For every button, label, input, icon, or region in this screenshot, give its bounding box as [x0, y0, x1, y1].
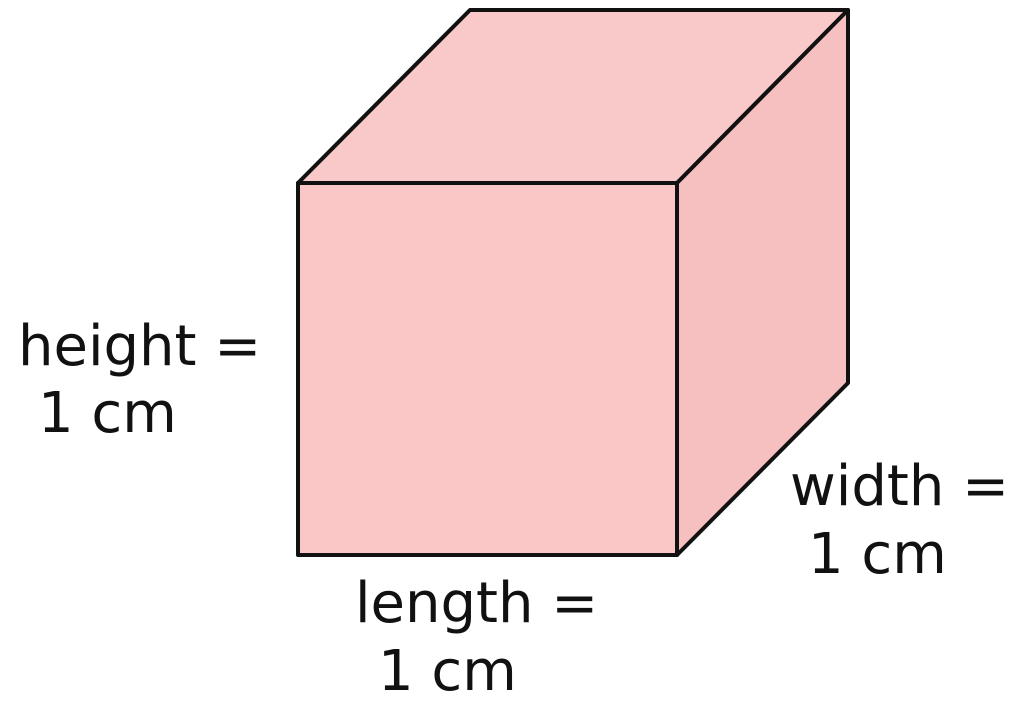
width-label: width = 1 cm [790, 454, 1009, 587]
width-label-line1: width = [790, 454, 1009, 519]
length-label: length = 1 cm [355, 571, 598, 701]
cube-front-face [296, 181, 679, 557]
height-label: height = 1 cm [18, 314, 261, 446]
width-label-line2: 1 cm [808, 522, 947, 587]
height-label-line2: 1 cm [38, 381, 177, 446]
length-label-line2: 1 cm [378, 639, 517, 701]
length-label-line1: length = [355, 571, 598, 636]
height-label-line1: height = [18, 314, 261, 379]
